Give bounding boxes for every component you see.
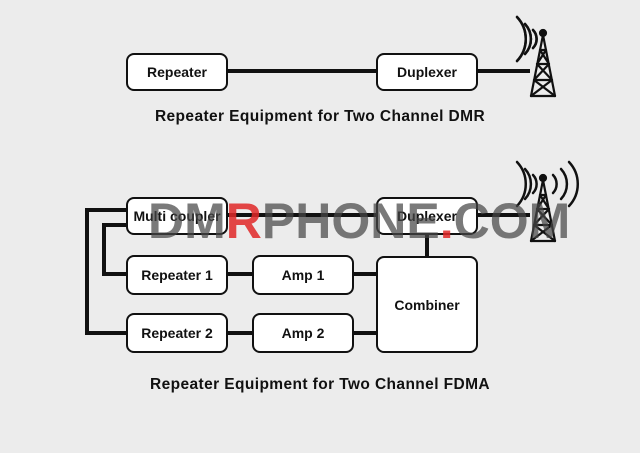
fdma-amp1-box: Amp 1: [252, 255, 354, 295]
fdma-multicoupler-box: Multi coupler: [126, 197, 228, 235]
dmr-caption: Repeater Equipment for Two Channel DMR: [154, 108, 486, 125]
antenna-tower-icon: [515, 15, 557, 98]
fdma-combiner-box: Combiner: [376, 256, 478, 353]
dmr-repeater-box: Repeater: [126, 53, 228, 91]
fdma-repeater1-box: Repeater 1: [126, 255, 228, 295]
dmr-duplexer-label: Duplexer: [397, 64, 457, 80]
fdma-combiner-label: Combiner: [394, 296, 460, 313]
fdma-repeater1-label: Repeater 1: [141, 267, 213, 283]
fdma-repeater2-box: Repeater 2: [126, 313, 228, 353]
fdma-duplexer-box: Duplexer: [376, 197, 478, 235]
dmr-duplexer-box: Duplexer: [376, 53, 478, 91]
fdma-amp2-label: Amp 2: [281, 325, 325, 341]
fdma-multicoupler-label: Multi coupler: [133, 208, 221, 224]
fdma-link-multicoupler-inner-loop: [102, 223, 128, 276]
fdma-connections: [85, 208, 530, 335]
dmr-repeater-label: Repeater: [147, 64, 207, 80]
fdma-duplexer-label: Duplexer: [397, 208, 457, 224]
fdma-link-multicoupler-outer-loop: [85, 208, 128, 335]
fdma-caption: Repeater Equipment for Two Channel FDMA: [150, 376, 490, 393]
fdma-repeater2-label: Repeater 2: [141, 325, 213, 341]
fdma-amp1-label: Amp 1: [281, 267, 325, 283]
fdma-amp2-box: Amp 2: [252, 313, 354, 353]
antenna-tower-icon: [515, 160, 579, 243]
